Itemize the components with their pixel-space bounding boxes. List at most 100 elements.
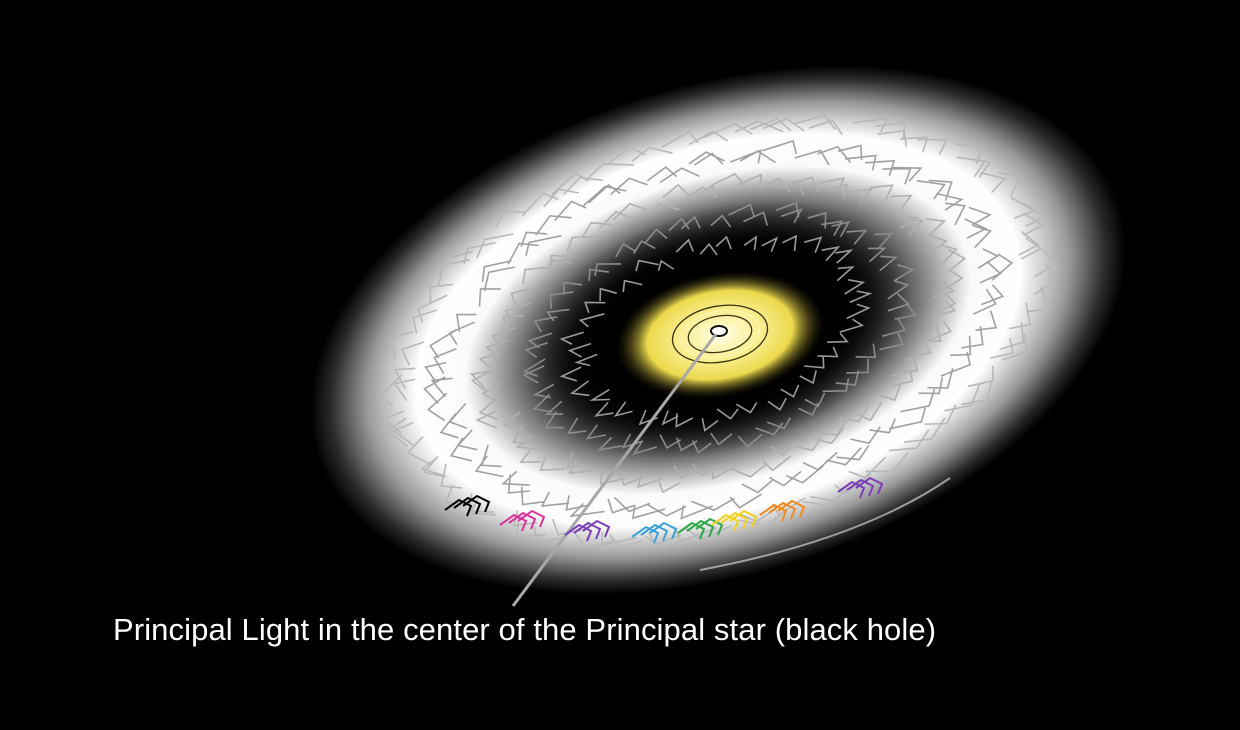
swirl-stroke xyxy=(802,487,848,507)
colored-arrow-stroke xyxy=(453,496,482,515)
swirl-stroke xyxy=(1034,248,1057,278)
swirl-stroke xyxy=(690,497,736,512)
swirl-stroke xyxy=(1027,286,1049,313)
swirl-stroke xyxy=(849,290,873,304)
swirl-stroke xyxy=(804,236,823,253)
swirl-stroke xyxy=(607,498,636,514)
swirl-stroke xyxy=(588,268,610,281)
swirl-stroke xyxy=(782,234,798,252)
swirl-stroke xyxy=(837,144,863,161)
swirl-stroke xyxy=(856,401,883,422)
swirl-stroke xyxy=(710,432,733,446)
swirl-stroke xyxy=(566,417,587,435)
swirl-stroke xyxy=(879,331,904,351)
swirl-stroke xyxy=(417,294,448,323)
swirl-stroke xyxy=(888,428,930,452)
swirl-stroke xyxy=(766,417,791,430)
colored-arrow-stroke xyxy=(768,501,797,520)
swirl-stroke xyxy=(532,393,553,413)
colored-arrow-stroke xyxy=(631,525,660,544)
swirl-stroke xyxy=(522,358,546,377)
swirl-stroke xyxy=(573,532,615,549)
swirl-stroke xyxy=(533,316,558,333)
swirl-stroke xyxy=(750,117,792,132)
swirl-stroke xyxy=(932,278,955,298)
swirl-stroke xyxy=(900,136,929,153)
swirl-stroke xyxy=(568,458,597,475)
swirl-stroke xyxy=(400,341,425,366)
swirl-stroke xyxy=(393,378,416,402)
colored-arrow-stroke xyxy=(711,513,740,532)
colored-arrow-stroke xyxy=(759,503,788,522)
swirl-stroke xyxy=(692,462,726,477)
swirl-stroke xyxy=(1020,237,1043,260)
swirl-stroke xyxy=(846,303,871,320)
swirl-stroke xyxy=(534,526,563,544)
swirl-stroke xyxy=(835,370,860,386)
swirl-stroke xyxy=(844,279,866,295)
swirl-stroke xyxy=(382,410,405,434)
swirl-stroke xyxy=(737,173,763,188)
swirl-stroke xyxy=(520,231,548,247)
swirl-stroke xyxy=(578,313,605,328)
colored-arrow-stroke xyxy=(564,523,593,542)
swirl-stroke xyxy=(735,402,758,414)
swirl-stroke xyxy=(905,342,932,361)
swirl-stroke xyxy=(961,380,993,406)
swirl-stroke xyxy=(925,320,952,343)
swirl-stroke xyxy=(799,370,817,385)
colored-arrow-stroke xyxy=(649,521,678,540)
swirl-stroke xyxy=(1008,302,1032,330)
swirl-stroke xyxy=(567,342,592,358)
swirl-stroke xyxy=(475,410,497,429)
swirl-stroke xyxy=(680,215,701,230)
swirl-stroke xyxy=(504,302,532,322)
swirl-stroke xyxy=(455,313,477,333)
swirl-stroke xyxy=(406,436,432,466)
swirl-stroke xyxy=(661,410,679,426)
swirl-stroke xyxy=(680,505,713,520)
swirl-stroke xyxy=(525,234,562,256)
swirl-stroke xyxy=(694,152,724,166)
swirl-stroke xyxy=(925,218,947,236)
swirl-stroke xyxy=(438,250,474,278)
swirl-stroke xyxy=(522,365,545,384)
swirl-stroke xyxy=(894,213,920,229)
swirl-stroke xyxy=(633,239,656,254)
core-ring xyxy=(687,314,753,354)
swirl-stroke xyxy=(544,400,564,416)
swirl-stroke xyxy=(379,373,403,407)
swirl-stroke xyxy=(524,342,548,359)
swirl-stroke xyxy=(817,145,852,164)
swirl-stroke xyxy=(532,383,554,399)
colored-arrow-stroke xyxy=(777,499,806,518)
swirl-stroke xyxy=(798,402,819,417)
swirl-stroke xyxy=(791,437,822,452)
colored-arrow-stroke xyxy=(517,509,546,528)
swirl-stroke xyxy=(483,266,515,292)
swirl-stroke xyxy=(738,511,785,527)
core-ring xyxy=(679,309,761,359)
swirl-stroke xyxy=(927,368,954,389)
swirl-stroke xyxy=(673,465,697,480)
swirl-stroke xyxy=(715,235,732,250)
swirl-stroke xyxy=(846,358,869,374)
swirl-stroke xyxy=(734,120,784,133)
swirl-stroke xyxy=(566,235,600,252)
swirl-stroke xyxy=(448,321,475,346)
colored-arrow-stroke xyxy=(640,523,669,542)
core-ring xyxy=(671,304,769,364)
swirl-stroke xyxy=(737,433,763,448)
swirl-stroke xyxy=(900,388,936,413)
swirl-stroke xyxy=(549,291,574,309)
swirl-stroke xyxy=(635,259,659,272)
swirl-stroke xyxy=(600,531,638,547)
swirl-stroke xyxy=(864,159,896,177)
swirl-stroke xyxy=(574,353,598,367)
swirl-stroke xyxy=(887,280,910,300)
swirl-stroke xyxy=(507,474,530,494)
swirl-stroke xyxy=(926,233,948,255)
swirl-stroke xyxy=(968,206,992,226)
disk-edge-highlight xyxy=(699,477,951,571)
